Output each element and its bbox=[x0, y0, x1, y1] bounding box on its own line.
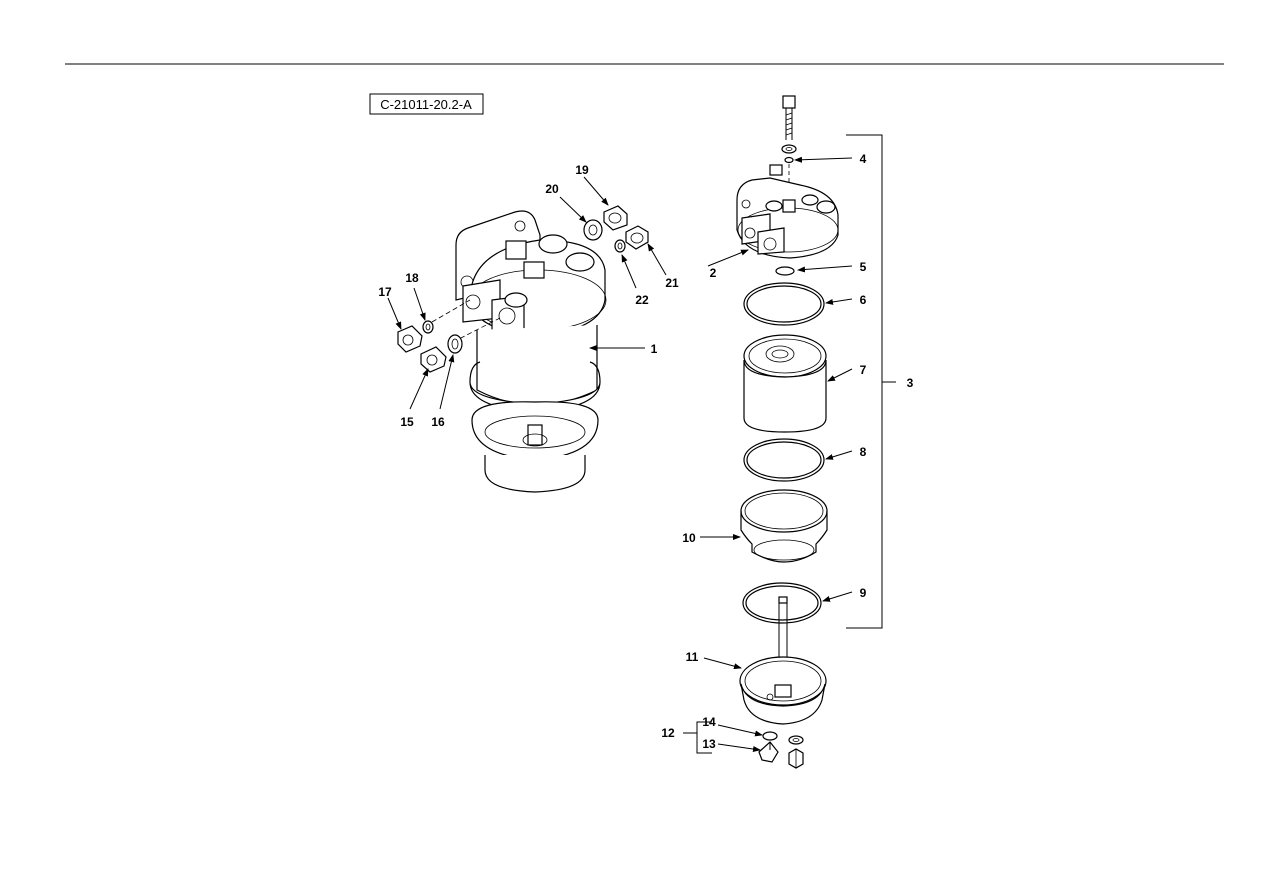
group-bracket-3 bbox=[846, 134, 883, 629]
callout-18: 18 bbox=[405, 271, 419, 285]
callout-20: 20 bbox=[545, 182, 559, 196]
callout-5: 5 bbox=[860, 260, 867, 274]
callout-14: 14 bbox=[702, 715, 716, 729]
washer-20 bbox=[583, 219, 603, 241]
callout-17: 17 bbox=[378, 285, 392, 299]
callout-19: 19 bbox=[575, 163, 589, 177]
fitting-19 bbox=[603, 205, 628, 231]
callout-8: 8 bbox=[860, 445, 867, 459]
leader-lines bbox=[387, 156, 853, 752]
callout-6: 6 bbox=[860, 293, 867, 307]
callout-12: 12 bbox=[661, 726, 675, 740]
fitting-17 bbox=[397, 325, 423, 353]
washer-18 bbox=[422, 320, 434, 334]
washer-22 bbox=[614, 239, 626, 253]
callout-13: 13 bbox=[702, 737, 716, 751]
callout-1: 1 bbox=[651, 342, 658, 356]
reference-code: C-21011-20.2-A bbox=[380, 97, 472, 112]
callout-10: 10 bbox=[682, 531, 696, 545]
callout-3: 3 bbox=[907, 376, 914, 390]
callout-21: 21 bbox=[665, 276, 679, 290]
fitting-21 bbox=[625, 225, 649, 250]
reference-code-box: C-21011-20.2-A bbox=[369, 93, 484, 115]
assembled-filter-illustration bbox=[431, 210, 607, 493]
callout-22: 22 bbox=[635, 293, 649, 307]
callout-9: 9 bbox=[860, 586, 867, 600]
fitting-15 bbox=[420, 346, 447, 373]
group-bracket-12 bbox=[696, 721, 712, 754]
callout-11: 11 bbox=[686, 650, 699, 664]
washer-16 bbox=[447, 334, 463, 354]
callout-7: 7 bbox=[860, 363, 867, 377]
callout-15: 15 bbox=[400, 415, 414, 429]
callout-2: 2 bbox=[710, 266, 717, 280]
exploded-stack-illustration bbox=[736, 95, 839, 769]
callout-4: 4 bbox=[860, 152, 867, 166]
callout-16: 16 bbox=[431, 415, 445, 429]
